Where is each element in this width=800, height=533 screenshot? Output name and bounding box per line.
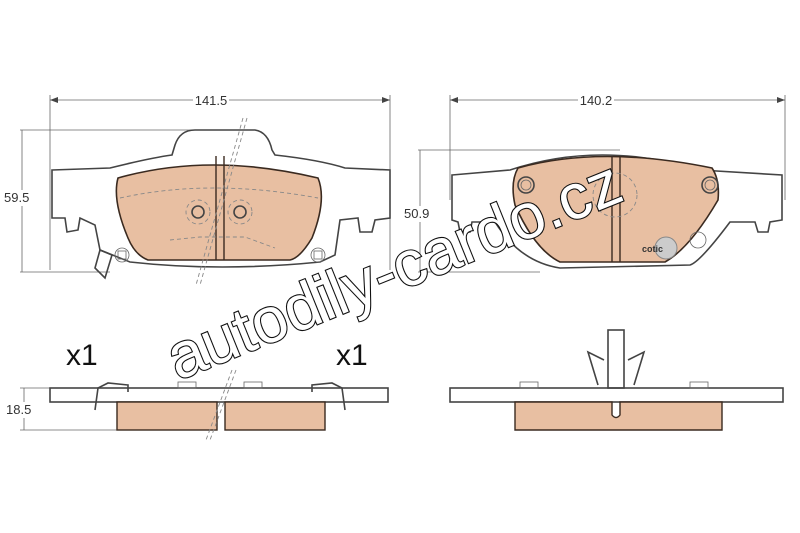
cotic-logo: cotic	[642, 244, 663, 254]
right-height-dimension: 50.9	[404, 206, 429, 221]
right-width-dimension: 140.2	[580, 93, 613, 108]
left-pad-side-view: 18.5	[4, 369, 389, 441]
thickness-dimension: 18.5	[6, 402, 31, 417]
left-height-dimension: 59.5	[4, 190, 29, 205]
left-pad-front-view: 141.5 59.5	[4, 92, 391, 286]
right-pad-side-view	[449, 329, 784, 431]
left-width-dimension: 141.5	[195, 93, 228, 108]
left-quantity: x1	[66, 339, 98, 372]
right-pad-front-view: 140.2 50.9 cotic	[402, 92, 786, 273]
right-quantity: x1	[336, 339, 368, 372]
